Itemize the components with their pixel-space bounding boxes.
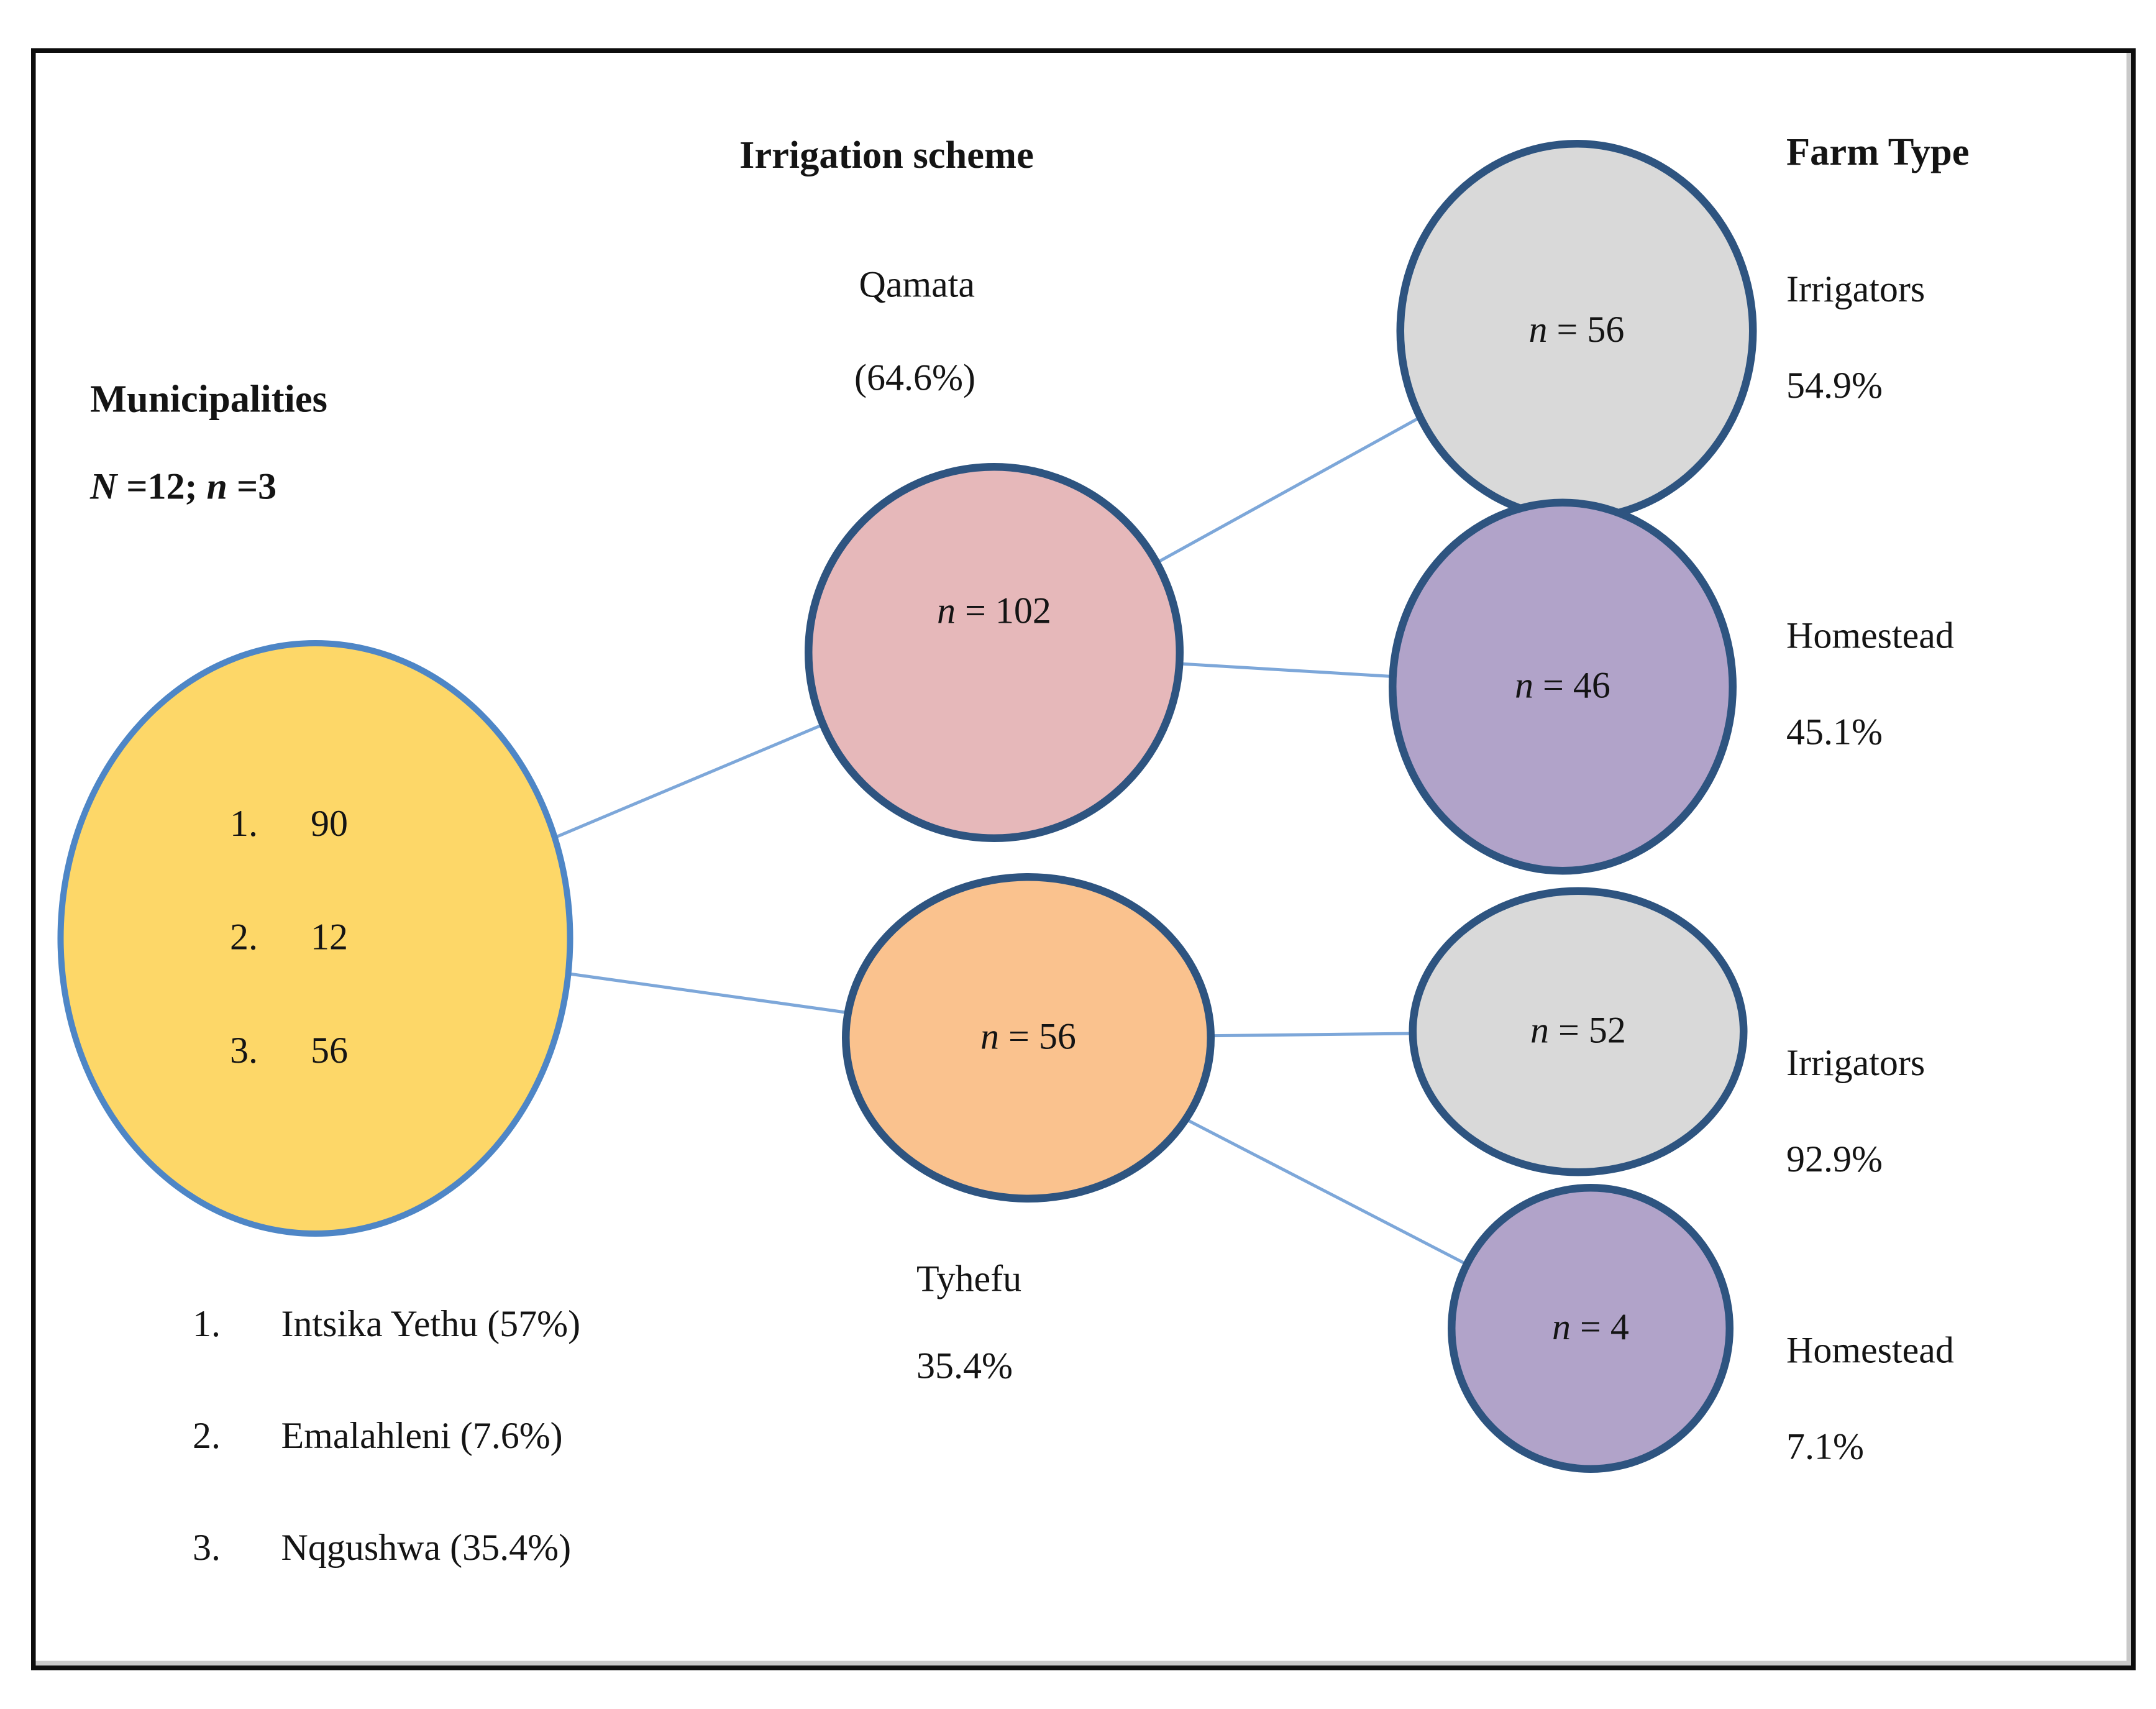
- qamata-homestead-n-count: n = 46: [1515, 666, 1610, 707]
- node-qamata: n = 102: [805, 463, 1184, 842]
- stats-n-value: =3: [227, 467, 277, 508]
- legend-item-label: Nqgushwa (35.4%): [281, 1529, 572, 1569]
- list-item: 3. 56: [230, 1029, 348, 1075]
- list-item-value: 56: [311, 1032, 348, 1072]
- list-item-number: 1.: [230, 805, 258, 845]
- legend-item-number: 2.: [193, 1417, 221, 1457]
- qamata-homestead-label: Homestead: [1786, 616, 1954, 657]
- municipalities-stats: N =12; n =3: [90, 466, 276, 511]
- list-item: 2. 12: [230, 915, 348, 962]
- qamata-n-count: n = 102: [937, 591, 1051, 632]
- tyhefu-label: Tyhefu: [916, 1260, 1022, 1301]
- node-municipalities: [57, 640, 573, 1237]
- tyhefu-irrigators-percentage: 92.9%: [1786, 1140, 1883, 1181]
- municipalities-title: Municipalities: [90, 379, 327, 421]
- tyhefu-homestead-label: Homestead: [1786, 1331, 1954, 1372]
- stats-N-symbol: N: [90, 467, 117, 508]
- node-tyhefu: n = 56: [842, 873, 1215, 1203]
- stats-N-value: =12;: [117, 467, 207, 508]
- tyhefu-percentage: 35.4%: [916, 1347, 1013, 1388]
- node-tyhefu-homestead: n = 4: [1448, 1184, 1733, 1473]
- list-item-number: 2.: [230, 918, 258, 959]
- municipalities-legend: 1. Intsika Yethu (57%) 2. Emalahleni (7.…: [193, 1302, 580, 1638]
- tyhefu-n-count: n = 56: [980, 1017, 1076, 1058]
- legend-item-number: 1.: [193, 1305, 221, 1345]
- list-item-value: 90: [311, 805, 348, 845]
- legend-item-label: Emalahleni (7.6%): [281, 1417, 563, 1457]
- node-tyhefu-irrigators: n = 52: [1409, 887, 1748, 1176]
- qamata-homestead-percentage: 45.1%: [1786, 713, 1883, 754]
- legend-item-label: Intsika Yethu (57%): [281, 1305, 581, 1345]
- list-item-number: 3.: [230, 1032, 258, 1072]
- qamata-percentage: (64.6%): [854, 359, 975, 400]
- figure-border-frame: [31, 48, 2136, 1670]
- node-qamata-homestead: n = 46: [1389, 498, 1737, 875]
- legend-item-number: 3.: [193, 1529, 221, 1569]
- legend-item: 2. Emalahleni (7.6%): [193, 1414, 580, 1460]
- legend-item: 1. Intsika Yethu (57%): [193, 1302, 580, 1349]
- tyhefu-irrigators-label: Irrigators: [1786, 1044, 1925, 1084]
- tyhefu-homestead-percentage: 7.1%: [1786, 1427, 1864, 1468]
- qamata-irrigators-label: Irrigators: [1786, 270, 1925, 311]
- tyhefu-homestead-n-count: n = 4: [1552, 1307, 1629, 1348]
- qamata-label: Qamata: [859, 265, 975, 306]
- list-item-value: 12: [311, 918, 348, 959]
- irrigation-scheme-title: Irrigation scheme: [739, 135, 1034, 178]
- legend-item: 3. Nqgushwa (35.4%): [193, 1526, 580, 1572]
- stats-n-symbol: n: [206, 467, 227, 508]
- qamata-irrigators-percentage: 54.9%: [1786, 367, 1883, 407]
- tyhefu-irrigators-n-count: n = 52: [1530, 1010, 1626, 1052]
- municipalities-sample-list: 1. 90 2. 12 3. 56: [230, 802, 348, 1142]
- list-item: 1. 90: [230, 802, 348, 848]
- farm-type-title: Farm Type: [1786, 132, 1970, 175]
- qamata-irrigators-n-count: n = 56: [1528, 309, 1625, 351]
- node-qamata-irrigators: n = 56: [1396, 140, 1757, 522]
